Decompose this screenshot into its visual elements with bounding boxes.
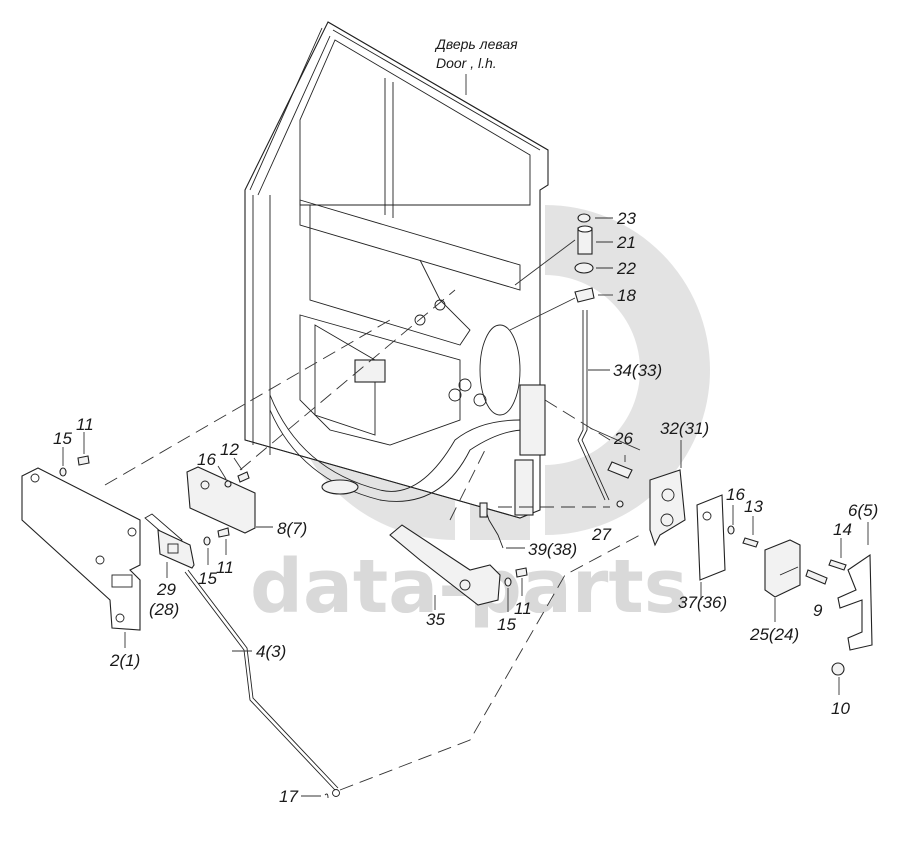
part-bushing-21 (577, 225, 593, 255)
title-ru: Дверь левая (434, 36, 518, 52)
part-striker-25 (764, 539, 801, 598)
part-cap-23 (577, 213, 591, 223)
part-inner-handle-8 (186, 466, 256, 534)
part-washer-15 (504, 577, 512, 587)
part-screw-12 (237, 471, 250, 483)
part-screw-11-latch (217, 527, 230, 538)
callout-2-1: 2(1) (109, 651, 140, 670)
callout-22: 22 (616, 259, 636, 278)
callout-14: 14 (833, 520, 852, 539)
callout-15-latch: 15 (198, 569, 217, 588)
part-washer-15-latch (203, 536, 211, 546)
part-screw-13 (742, 537, 759, 548)
part-washer-16 (727, 525, 735, 535)
callout-11-latch: 11 (216, 558, 234, 577)
callout-16-left: 16 (197, 450, 216, 469)
callout-32-31: 32(31) (660, 419, 709, 438)
part-screw-14 (828, 559, 847, 571)
part-washer-15-left (59, 467, 67, 477)
callout-13: 13 (744, 497, 763, 516)
part-screw-11-left (77, 455, 90, 466)
part-latch-29 (144, 513, 195, 569)
assembly-lines (104, 289, 641, 791)
callout-39-38: 39(38) (528, 540, 577, 559)
callout-8-7: 8(7) (277, 519, 307, 538)
callout-6-5: 6(5) (848, 501, 878, 520)
part-clip-27 (616, 500, 624, 508)
door-body (244, 21, 549, 519)
callout-11-left: 11 (76, 415, 94, 434)
callout-35: 35 (426, 610, 445, 629)
part-link-39 (479, 502, 504, 549)
callout-26: 26 (613, 429, 633, 448)
part-clip-17 (324, 793, 329, 799)
part-screw-11 (515, 567, 528, 578)
part-lock-32 (649, 469, 686, 547)
callout-11-handle: 11 (514, 599, 532, 618)
callout-27: 27 (591, 525, 611, 544)
callout-12: 12 (220, 440, 239, 459)
part-handle-35 (389, 524, 501, 606)
callout-15-handle: 15 (497, 615, 516, 634)
part-plug-10 (831, 662, 845, 676)
callout-17: 17 (279, 787, 298, 806)
callout-16-right: 16 (726, 485, 745, 504)
callout-29: 29 (156, 580, 176, 599)
part-bracket-6 (837, 553, 873, 651)
callout-10: 10 (831, 699, 850, 718)
title-en: Door , l.h. (436, 55, 497, 71)
part-rod-4 (184, 569, 340, 797)
part-washer-16-left (224, 480, 232, 488)
part-plate-2 (21, 467, 141, 631)
callout-18: 18 (617, 286, 636, 305)
callout-28: (28) (149, 600, 179, 619)
part-clip-18 (574, 287, 595, 303)
part-screw-9 (805, 569, 828, 585)
callout-4-3: 4(3) (256, 642, 286, 661)
part-washer-22 (574, 262, 594, 274)
callout-34-33: 34(33) (613, 361, 662, 380)
callout-37-36: 37(36) (678, 593, 727, 612)
callout-21: 21 (616, 233, 636, 252)
part-rod-34 (577, 310, 610, 501)
part-plate-37 (696, 494, 726, 581)
callout-9: 9 (813, 601, 823, 620)
callout-15-left: 15 (53, 429, 72, 448)
callout-25-24: 25(24) (749, 625, 799, 644)
callout-23: 23 (616, 209, 636, 228)
part-pin-26 (607, 461, 633, 479)
